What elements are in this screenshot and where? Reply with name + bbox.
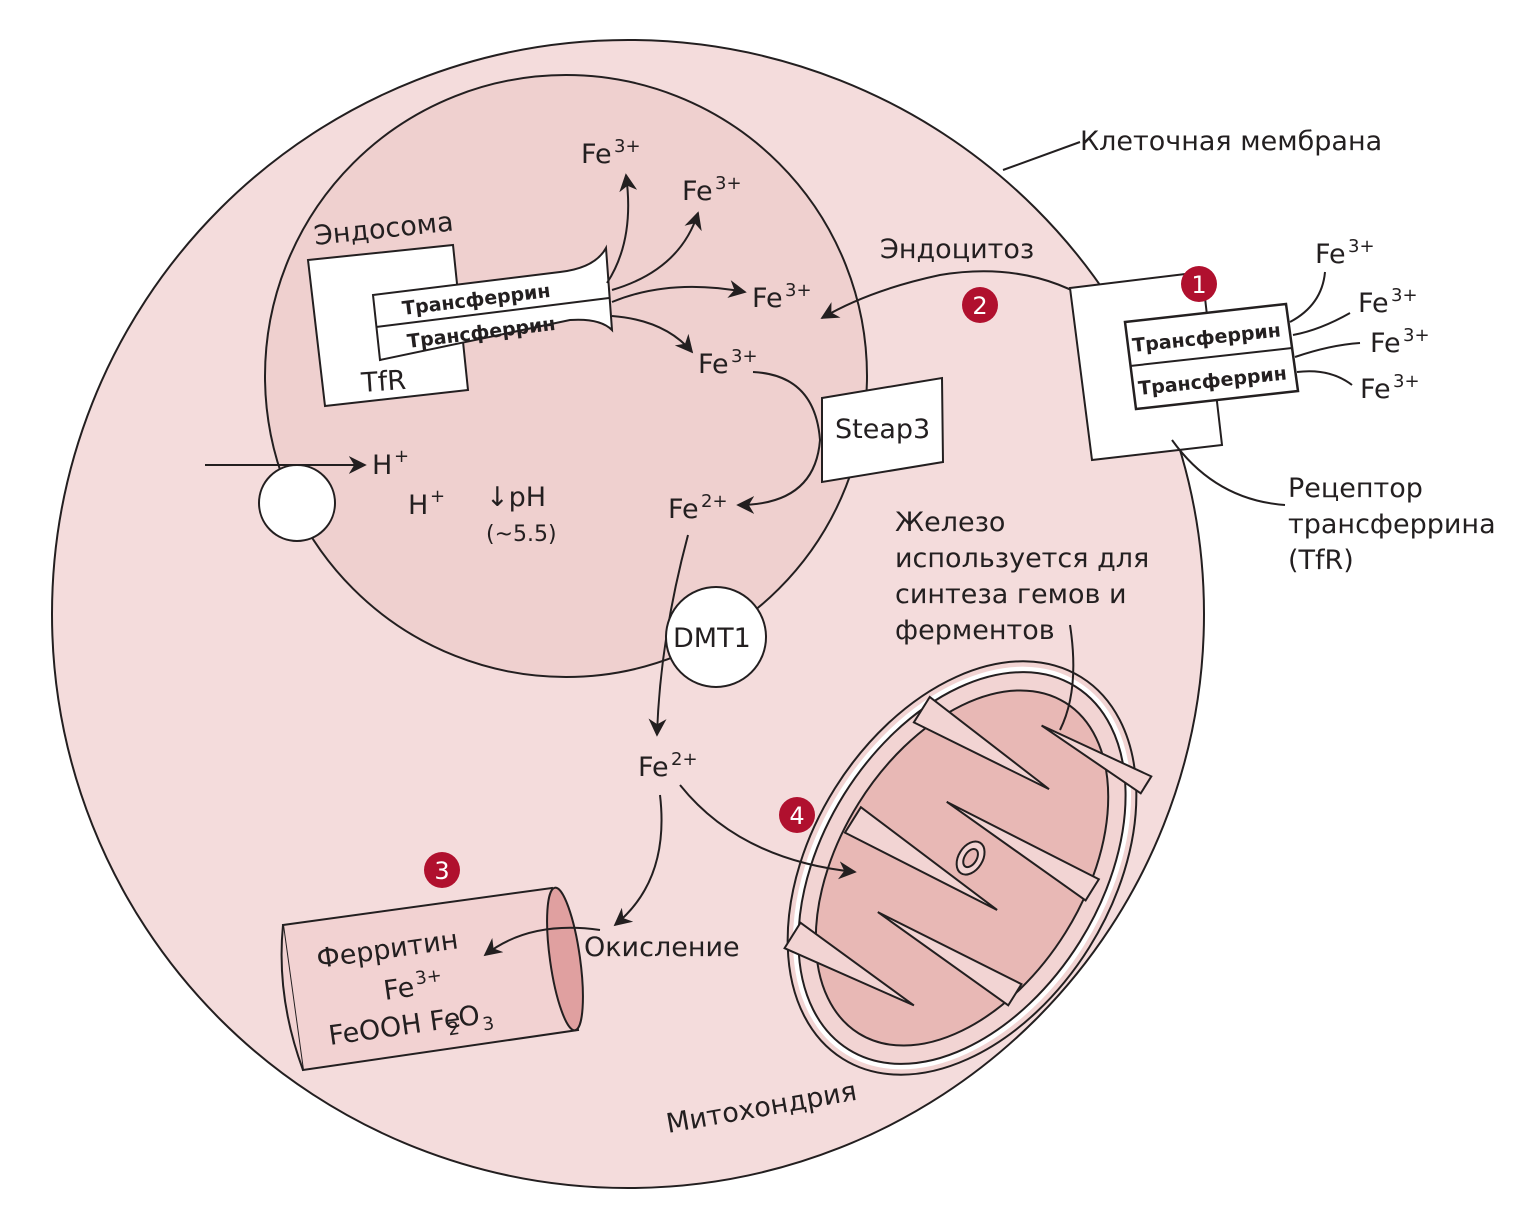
receptor-transferrin-complex: Трансферрин Трансферрин <box>1068 270 1300 462</box>
step-badge-4: 4 <box>779 797 815 833</box>
svg-text:3+: 3+ <box>414 965 443 989</box>
proton-pump <box>258 464 336 542</box>
cell-membrane-label: Клеточная мембрана <box>1080 126 1382 157</box>
ph-value: (~5.5) <box>486 522 557 547</box>
svg-text:2+: 2+ <box>671 749 698 770</box>
endosome <box>264 74 868 678</box>
svg-text:ферментов: ферментов <box>895 615 1055 646</box>
endosome-tfr-complex: TfR Трансферрин Трансферрин <box>306 243 614 408</box>
svg-text:Fe: Fe <box>382 972 417 1007</box>
svg-text:Fe: Fe <box>1358 288 1389 319</box>
svg-text:2: 2 <box>972 292 987 320</box>
ph-label: ↓pH <box>486 482 546 513</box>
ferritin-cylinder <box>280 886 584 1072</box>
dmt1-label: DMT1 <box>673 623 751 654</box>
svg-text:используется для: используется для <box>895 543 1149 574</box>
svg-text:трансферрина: трансферрина <box>1288 509 1496 540</box>
tfr-label: TfR <box>359 365 407 399</box>
svg-text:H: H <box>408 490 428 521</box>
svg-text:синтеза гемов и: синтеза гемов и <box>895 579 1127 610</box>
svg-text:Fe: Fe <box>1315 239 1346 270</box>
svg-text:(TfR): (TfR) <box>1288 545 1354 576</box>
svg-text:Fe: Fe <box>752 283 783 314</box>
svg-text:Fe: Fe <box>668 494 699 525</box>
svg-text:Fe: Fe <box>1370 328 1401 359</box>
svg-text:O: O <box>456 1000 481 1034</box>
steap3-label: Steap3 <box>835 414 930 445</box>
svg-text:Fe: Fe <box>638 752 669 783</box>
svg-text:+: + <box>394 446 409 467</box>
dmt1-transporter <box>665 586 767 688</box>
svg-text:3: 3 <box>481 1013 495 1035</box>
svg-text:3: 3 <box>434 857 449 885</box>
svg-text:Железо: Железо <box>895 507 1005 538</box>
svg-text:Fe: Fe <box>1360 374 1391 405</box>
svg-text:Fe: Fe <box>682 176 713 207</box>
step-badge-2: 2 <box>962 287 998 323</box>
svg-text:3+: 3+ <box>614 136 641 157</box>
proton-label: H+ <box>372 446 409 481</box>
svg-text:1: 1 <box>1191 271 1206 299</box>
svg-text:4: 4 <box>789 802 804 830</box>
svg-text:3+: 3+ <box>1348 236 1375 257</box>
endocytosis-label: Эндоцитоз <box>880 234 1034 265</box>
svg-text:+: + <box>430 486 445 507</box>
svg-text:H: H <box>372 450 392 481</box>
svg-text:Рецептор: Рецептор <box>1288 473 1423 504</box>
svg-text:Fe: Fe <box>581 139 612 170</box>
svg-text:3+: 3+ <box>1393 371 1420 392</box>
step-badge-3: 3 <box>424 852 460 888</box>
step-badge-1: 1 <box>1181 266 1217 302</box>
svg-text:3+: 3+ <box>785 280 812 301</box>
receptor-label: Рецептор трансферрина (TfR) <box>1288 473 1496 576</box>
svg-text:Fe: Fe <box>698 349 729 380</box>
svg-text:2: 2 <box>447 1018 461 1040</box>
svg-text:3+: 3+ <box>715 173 742 194</box>
steap3-protein <box>821 376 945 484</box>
mitochondrion <box>783 660 1153 1076</box>
svg-text:3+: 3+ <box>1391 285 1418 306</box>
iron-use-label: Железо используется для синтеза гемов и … <box>895 507 1149 646</box>
svg-text:3+: 3+ <box>1403 325 1430 346</box>
proton-label: H+ <box>408 486 445 521</box>
svg-text:2+: 2+ <box>701 491 728 512</box>
oxidation-label: Окисление <box>584 932 740 963</box>
ferritin-fe3: Fe3+ <box>382 965 443 1007</box>
svg-text:3+: 3+ <box>731 346 758 367</box>
